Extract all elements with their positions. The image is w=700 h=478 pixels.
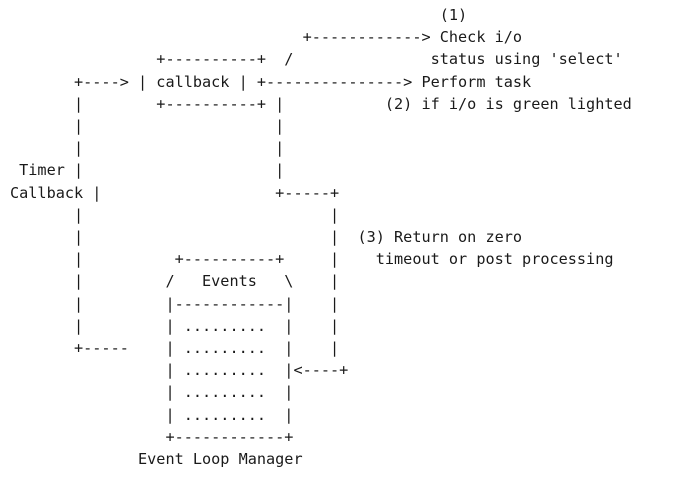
ascii-diagram: (1) +------------> Check i/o +----------… [10,4,632,470]
diagram-line-events-row-1: | | ......... | | [10,316,340,335]
diagram-line-connector-2: | | [10,139,285,158]
diagram-line-check-io: +------------> Check i/o [10,28,523,47]
diagram-line-events-row-3: | ......... |<----+ [10,361,349,380]
diagram-line-timer: Timer | | [10,161,285,180]
diagram-line-return-zero: | | (3) Return on zero [10,228,523,247]
diagram-line-events-top: | +----------+ | timeout or post process… [10,250,614,269]
diagram-line-callback-top: +----------+ / status using 'select' [10,50,623,69]
diagram-line-label-1: (1) [10,6,468,24]
diagram-line-timer-callback: Callback | +-----+ [10,183,340,202]
diagram-line-callback-bottom: | +----------+ | (2) if i/o is green lig… [10,94,632,113]
diagram-caption-event-loop-manager: Event Loop Manager [10,450,303,469]
diagram-line-events-title: | / Events \ | [10,272,340,291]
diagram-line-connector-3: | | [10,205,340,224]
diagram-line-callback-box: +----> | callback | +---------------> Pe… [10,72,532,91]
diagram-line-events-divider: | |------------| | [10,294,340,313]
diagram-line-events-bottom: +------------+ [10,427,294,446]
diagram-line-connector-1: | | [10,117,285,136]
diagram-line-events-row-5: | ......... | [10,405,294,424]
diagram-line-events-row-2: +----- | ......... | | [10,339,340,358]
diagram-line-events-row-4: | ......... | [10,383,294,402]
